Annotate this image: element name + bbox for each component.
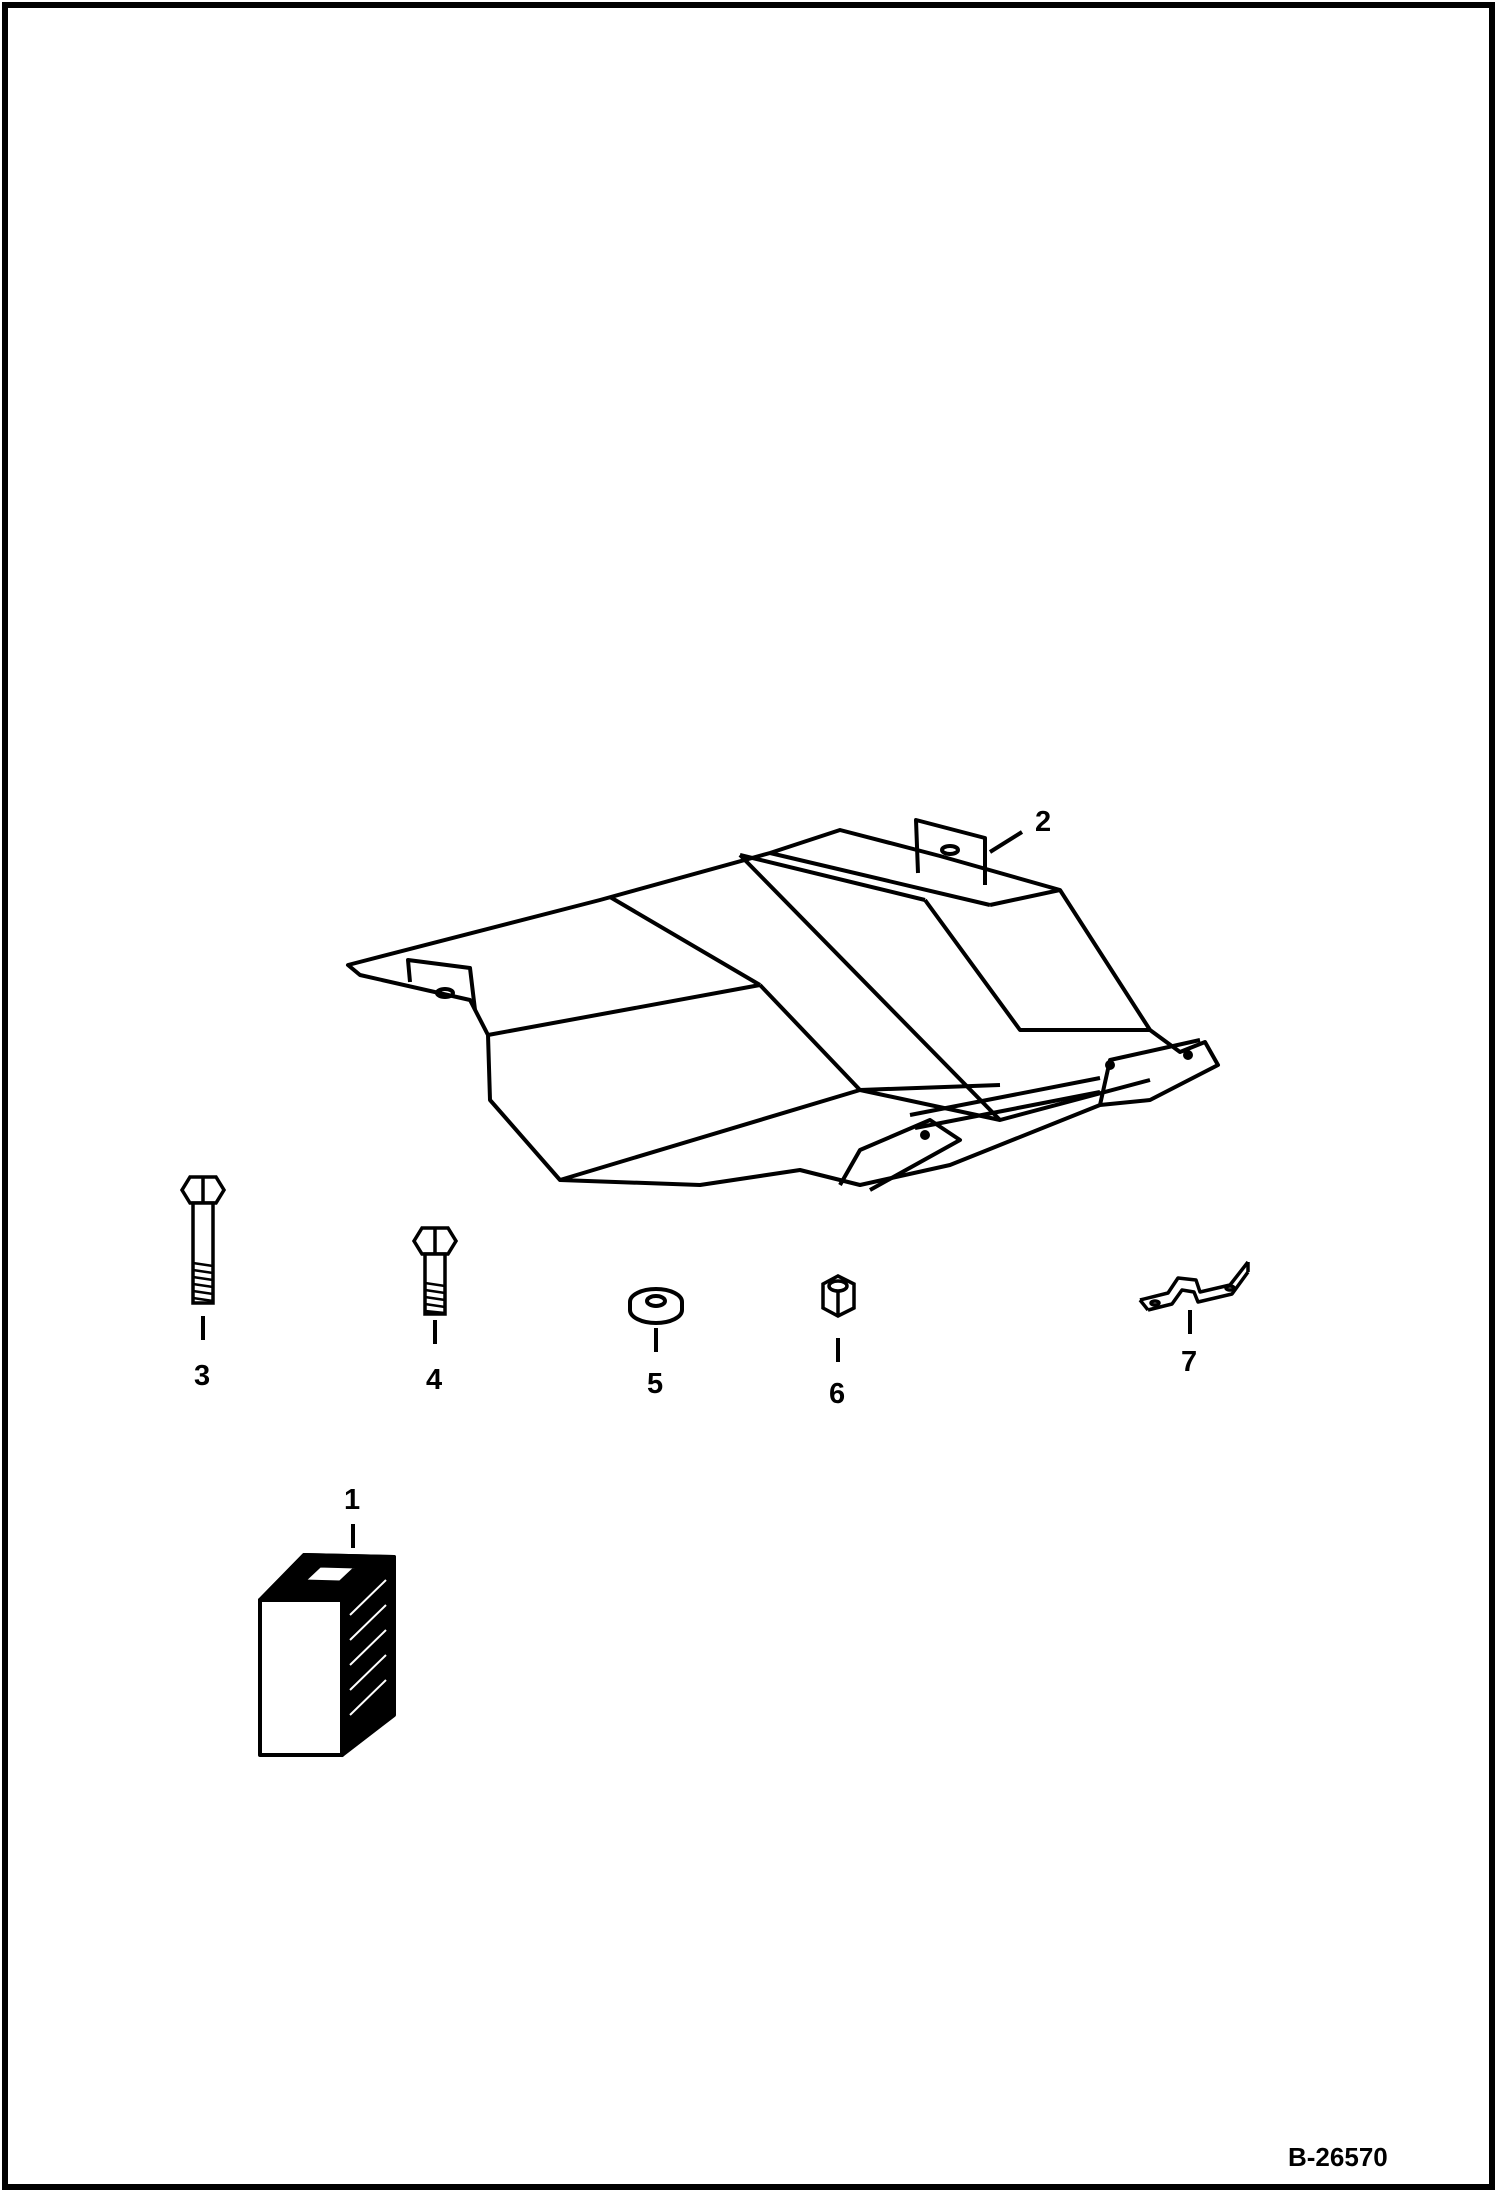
clip-illustration: [1138, 1260, 1250, 1312]
long-bolt-illustration: [179, 1175, 227, 1305]
callout-3: 3: [194, 1360, 211, 1392]
short-bolt-illustration: [411, 1226, 459, 1316]
callout-2: 2: [1035, 806, 1052, 838]
callout-4: 4: [426, 1364, 443, 1396]
nut-illustration: [821, 1274, 856, 1318]
callout-7: 7: [1181, 1346, 1198, 1378]
callout-5: 5: [647, 1368, 664, 1400]
battery-illustration: [258, 1553, 396, 1757]
washer-illustration: [628, 1287, 684, 1325]
figure-id: B-26570: [1288, 2142, 1388, 2172]
callout-leader-2: [988, 830, 1024, 854]
callout-1: 1: [344, 1484, 361, 1516]
cover-plate-illustration: [346, 818, 1220, 1192]
callout-6: 6: [829, 1378, 846, 1410]
